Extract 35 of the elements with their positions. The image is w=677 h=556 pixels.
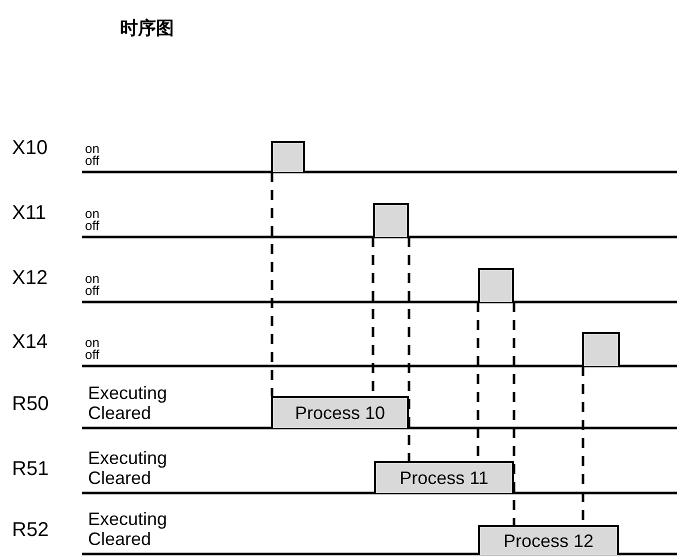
process-label: Process 12 <box>503 530 594 552</box>
state-label: Executing <box>88 510 168 528</box>
process-label: Process 11 <box>400 468 488 488</box>
dashed-guide-line <box>408 237 410 461</box>
process-label: Process 10 <box>294 402 386 424</box>
signal-name: R51 <box>12 459 49 479</box>
state-label: off <box>85 154 100 167</box>
signal-name: R52 <box>12 520 49 540</box>
pulse-box <box>582 332 620 366</box>
state-label: Executing <box>88 384 168 402</box>
pulse-box <box>373 203 409 237</box>
dashed-guide-line <box>512 302 516 525</box>
signal-name: X14 <box>12 332 48 352</box>
signal-name: X11 <box>12 203 46 223</box>
process-bar <box>478 525 619 555</box>
state-label: off <box>85 284 100 297</box>
dashed-guide-line <box>270 172 274 396</box>
signal-name: X12 <box>12 268 48 288</box>
state-label: on <box>85 207 100 220</box>
state-label: on <box>85 272 100 285</box>
pulse-box <box>271 141 305 172</box>
process-bar <box>374 461 514 493</box>
process-bar <box>271 396 409 428</box>
state-label: Cleared <box>88 469 152 487</box>
state-label: off <box>85 219 100 232</box>
signal-name: R50 <box>12 394 49 414</box>
pulse-box <box>478 268 514 302</box>
state-label: Cleared <box>88 404 152 422</box>
state-label: off <box>85 348 100 361</box>
signal-name: X10 <box>12 138 48 158</box>
state-label: Cleared <box>88 530 152 548</box>
state-label: on <box>85 142 100 155</box>
state-label: on <box>85 336 100 349</box>
diagram-title: 时序图 <box>120 17 174 40</box>
state-label: Executing <box>88 449 168 467</box>
